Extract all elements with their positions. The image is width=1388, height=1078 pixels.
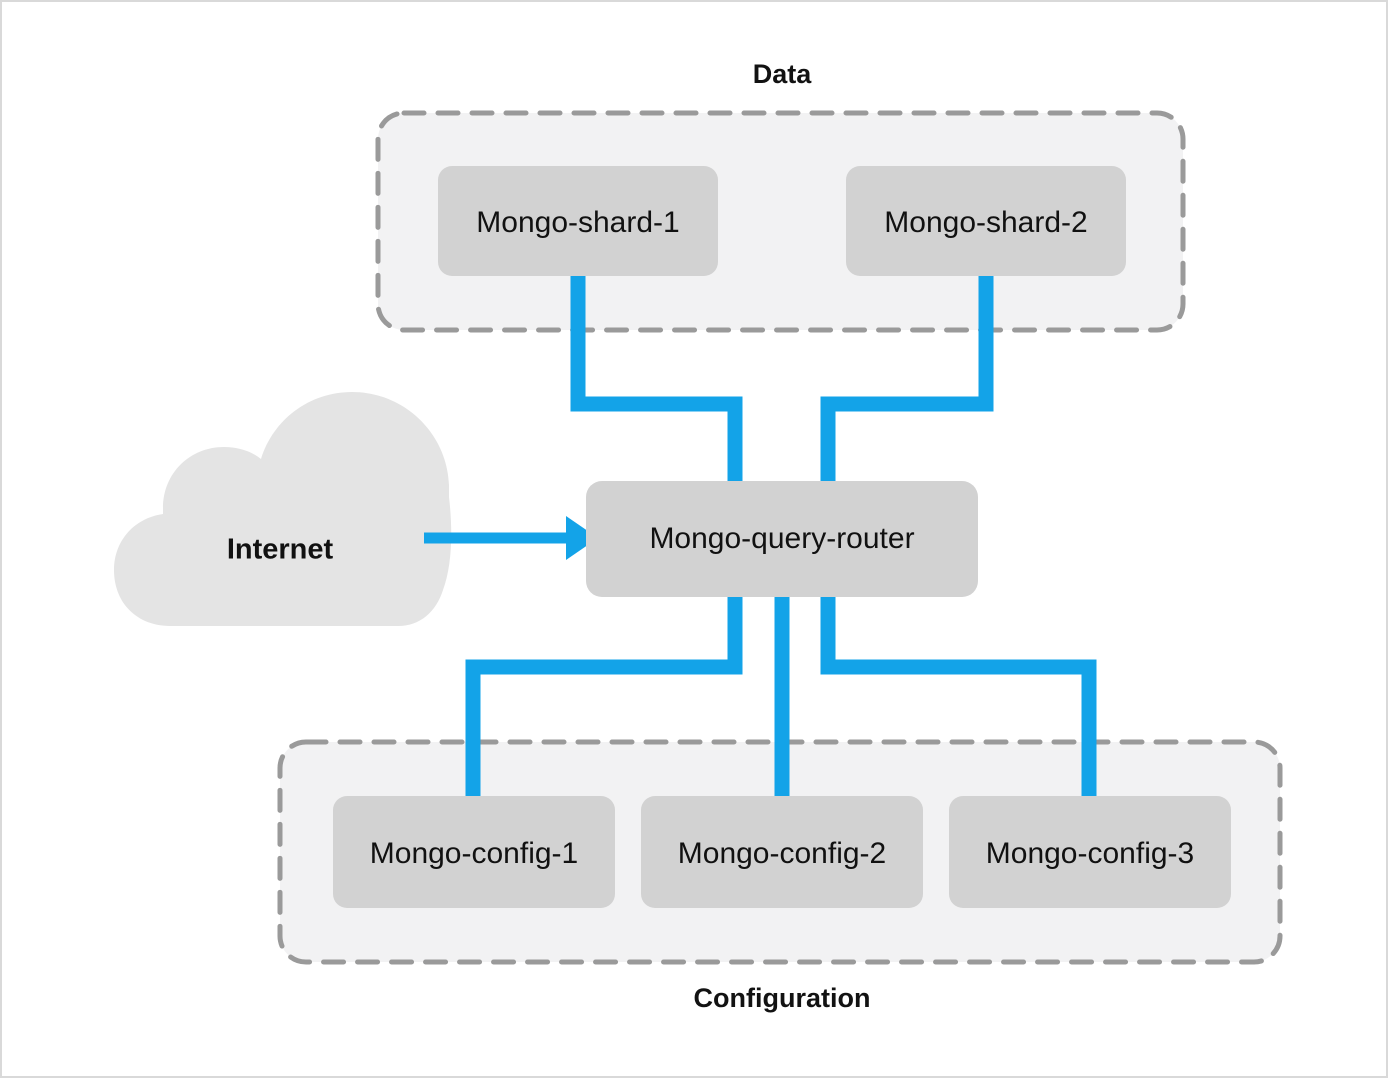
- config-3-box[interactable]: [949, 796, 1231, 908]
- config-2-label: Mongo-config-2: [678, 837, 886, 870]
- query-router-label: Mongo-query-router: [649, 522, 914, 555]
- config-1-label: Mongo-config-1: [370, 837, 578, 870]
- shard-1-box[interactable]: [438, 166, 718, 276]
- cloud-label: Internet: [227, 534, 334, 566]
- connector-shard1-to-router: [570, 268, 743, 492]
- node-query-router[interactable]: Mongo-query-router: [586, 481, 978, 597]
- connectors: [465, 268, 1097, 806]
- node-shard-1[interactable]: Mongo-shard-1: [438, 166, 718, 276]
- connector-shard2-to-router: [820, 268, 994, 492]
- config-2-box[interactable]: [641, 796, 923, 908]
- node-config-3[interactable]: Mongo-config-3: [949, 796, 1231, 908]
- connector-internet-to-router: [424, 516, 598, 560]
- config-3-label: Mongo-config-3: [986, 837, 1194, 870]
- connector-router-to-config1: [465, 588, 743, 806]
- configuration-group-label: Configuration: [694, 983, 871, 1013]
- shard-1-label: Mongo-shard-1: [476, 206, 679, 239]
- shard-2-label: Mongo-shard-2: [884, 206, 1087, 239]
- query-router-box[interactable]: [586, 481, 978, 597]
- arrow-head-icon: [566, 516, 598, 560]
- shard-2-box[interactable]: [846, 166, 1126, 276]
- config-1-box[interactable]: [333, 796, 615, 908]
- node-config-2[interactable]: Mongo-config-2: [641, 796, 923, 908]
- data-group-label: Data: [753, 59, 813, 89]
- node-config-1[interactable]: Mongo-config-1: [333, 796, 615, 908]
- internet-cloud: Internet: [114, 392, 452, 626]
- cloud-shape: [114, 392, 452, 626]
- node-shard-2[interactable]: Mongo-shard-2: [846, 166, 1126, 276]
- connector-router-to-config3: [820, 588, 1097, 806]
